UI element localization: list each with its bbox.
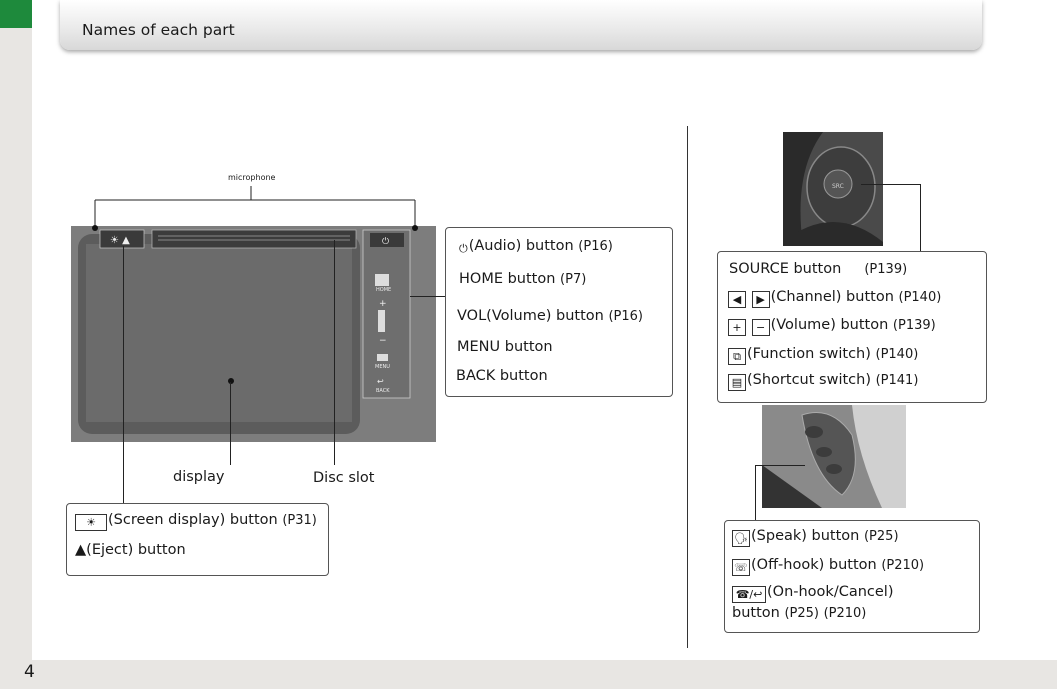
power-icon: ⏻ xyxy=(459,242,468,255)
microphone-label: microphone xyxy=(228,173,276,182)
screen-eject-callout: ☀(Screen display) button (P31) ▲(Eject) … xyxy=(66,503,329,576)
svg-text:⏻: ⏻ xyxy=(382,236,389,247)
phone-buttons-callout: 🗣(Speak) button (P25) ☏(Off-hook) button… xyxy=(724,520,980,633)
section-header: Names of each part xyxy=(60,0,982,50)
section-tab xyxy=(0,0,32,28)
phone-onhook-icon: ☎/↩ xyxy=(732,586,766,603)
vol-button-item: VOL(Volume) button (P16) xyxy=(457,308,643,324)
column-divider xyxy=(687,126,688,648)
svg-text:SRC: SRC xyxy=(832,183,844,190)
svg-text:↩: ↩ xyxy=(377,377,384,386)
source-button-item: SOURCE button (P139) xyxy=(729,261,908,277)
offhook-button-item: ☏(Off-hook) button (P210) xyxy=(732,557,924,576)
volume-down-icon: − xyxy=(751,319,770,336)
left-margin xyxy=(0,28,32,660)
steering-wheel-controls-image: SRC xyxy=(783,132,883,246)
phone-controls-image xyxy=(762,405,906,508)
channel-down-icon: ◀ xyxy=(728,291,746,308)
display-label: display xyxy=(173,469,225,485)
eject-button-item: ▲(Eject) button xyxy=(75,542,186,558)
section-title: Names of each part xyxy=(82,21,235,39)
speak-button-item: 🗣(Speak) button (P25) xyxy=(732,528,899,547)
shortcut-switch-icon: ▤ xyxy=(728,374,746,391)
function-switch-item: ⧉(Function switch) (P140) xyxy=(728,346,918,365)
head-unit-illustration: ☀ ▲ ⏻ HOME + − MENU ↩ BACK xyxy=(71,186,436,442)
eject-icon: ▲ xyxy=(75,542,87,558)
screen-display-button-item: ☀(Screen display) button (P31) xyxy=(75,512,317,531)
phone-offhook-icon: ☏ xyxy=(732,559,750,576)
svg-text:BACK: BACK xyxy=(376,388,390,394)
svg-text:+: + xyxy=(379,299,387,309)
svg-text:HOME: HOME xyxy=(376,287,391,293)
steering-switches-callout: SOURCE button (P139) ◀ ▶(Channel) button… xyxy=(717,251,987,403)
audio-button-item: ⏻(Audio) button (P16) xyxy=(459,238,613,255)
svg-text:−: − xyxy=(379,336,387,346)
volume-button-item: + −(Volume) button (P139) xyxy=(728,317,936,336)
channel-up-icon: ▶ xyxy=(751,291,770,308)
page-number: 4 xyxy=(24,662,35,682)
panel-buttons-callout: ⏻(Audio) button (P16) HOME button (P7) V… xyxy=(445,227,673,397)
svg-text:☀ ▲: ☀ ▲ xyxy=(110,235,130,246)
shortcut-switch-item: ▤(Shortcut switch) (P141) xyxy=(728,372,918,391)
function-switch-icon: ⧉ xyxy=(728,348,746,365)
back-button-item: BACK button xyxy=(456,368,548,384)
svg-text:MENU: MENU xyxy=(375,364,390,370)
speak-icon: 🗣 xyxy=(732,530,750,547)
menu-button-item: MENU button xyxy=(457,339,553,355)
onhook-button-item-line2: button (P25) (P210) xyxy=(732,605,867,621)
onhook-button-item: ☎/↩(On-hook/Cancel) xyxy=(732,584,894,603)
channel-button-item: ◀ ▶(Channel) button (P140) xyxy=(728,289,941,308)
volume-up-icon: + xyxy=(728,319,746,336)
disc-slot-label: Disc slot xyxy=(313,470,375,486)
home-button-item: HOME button (P7) xyxy=(459,271,587,287)
screen-display-icon: ☀ xyxy=(75,514,107,531)
footer-strip xyxy=(0,660,1057,689)
